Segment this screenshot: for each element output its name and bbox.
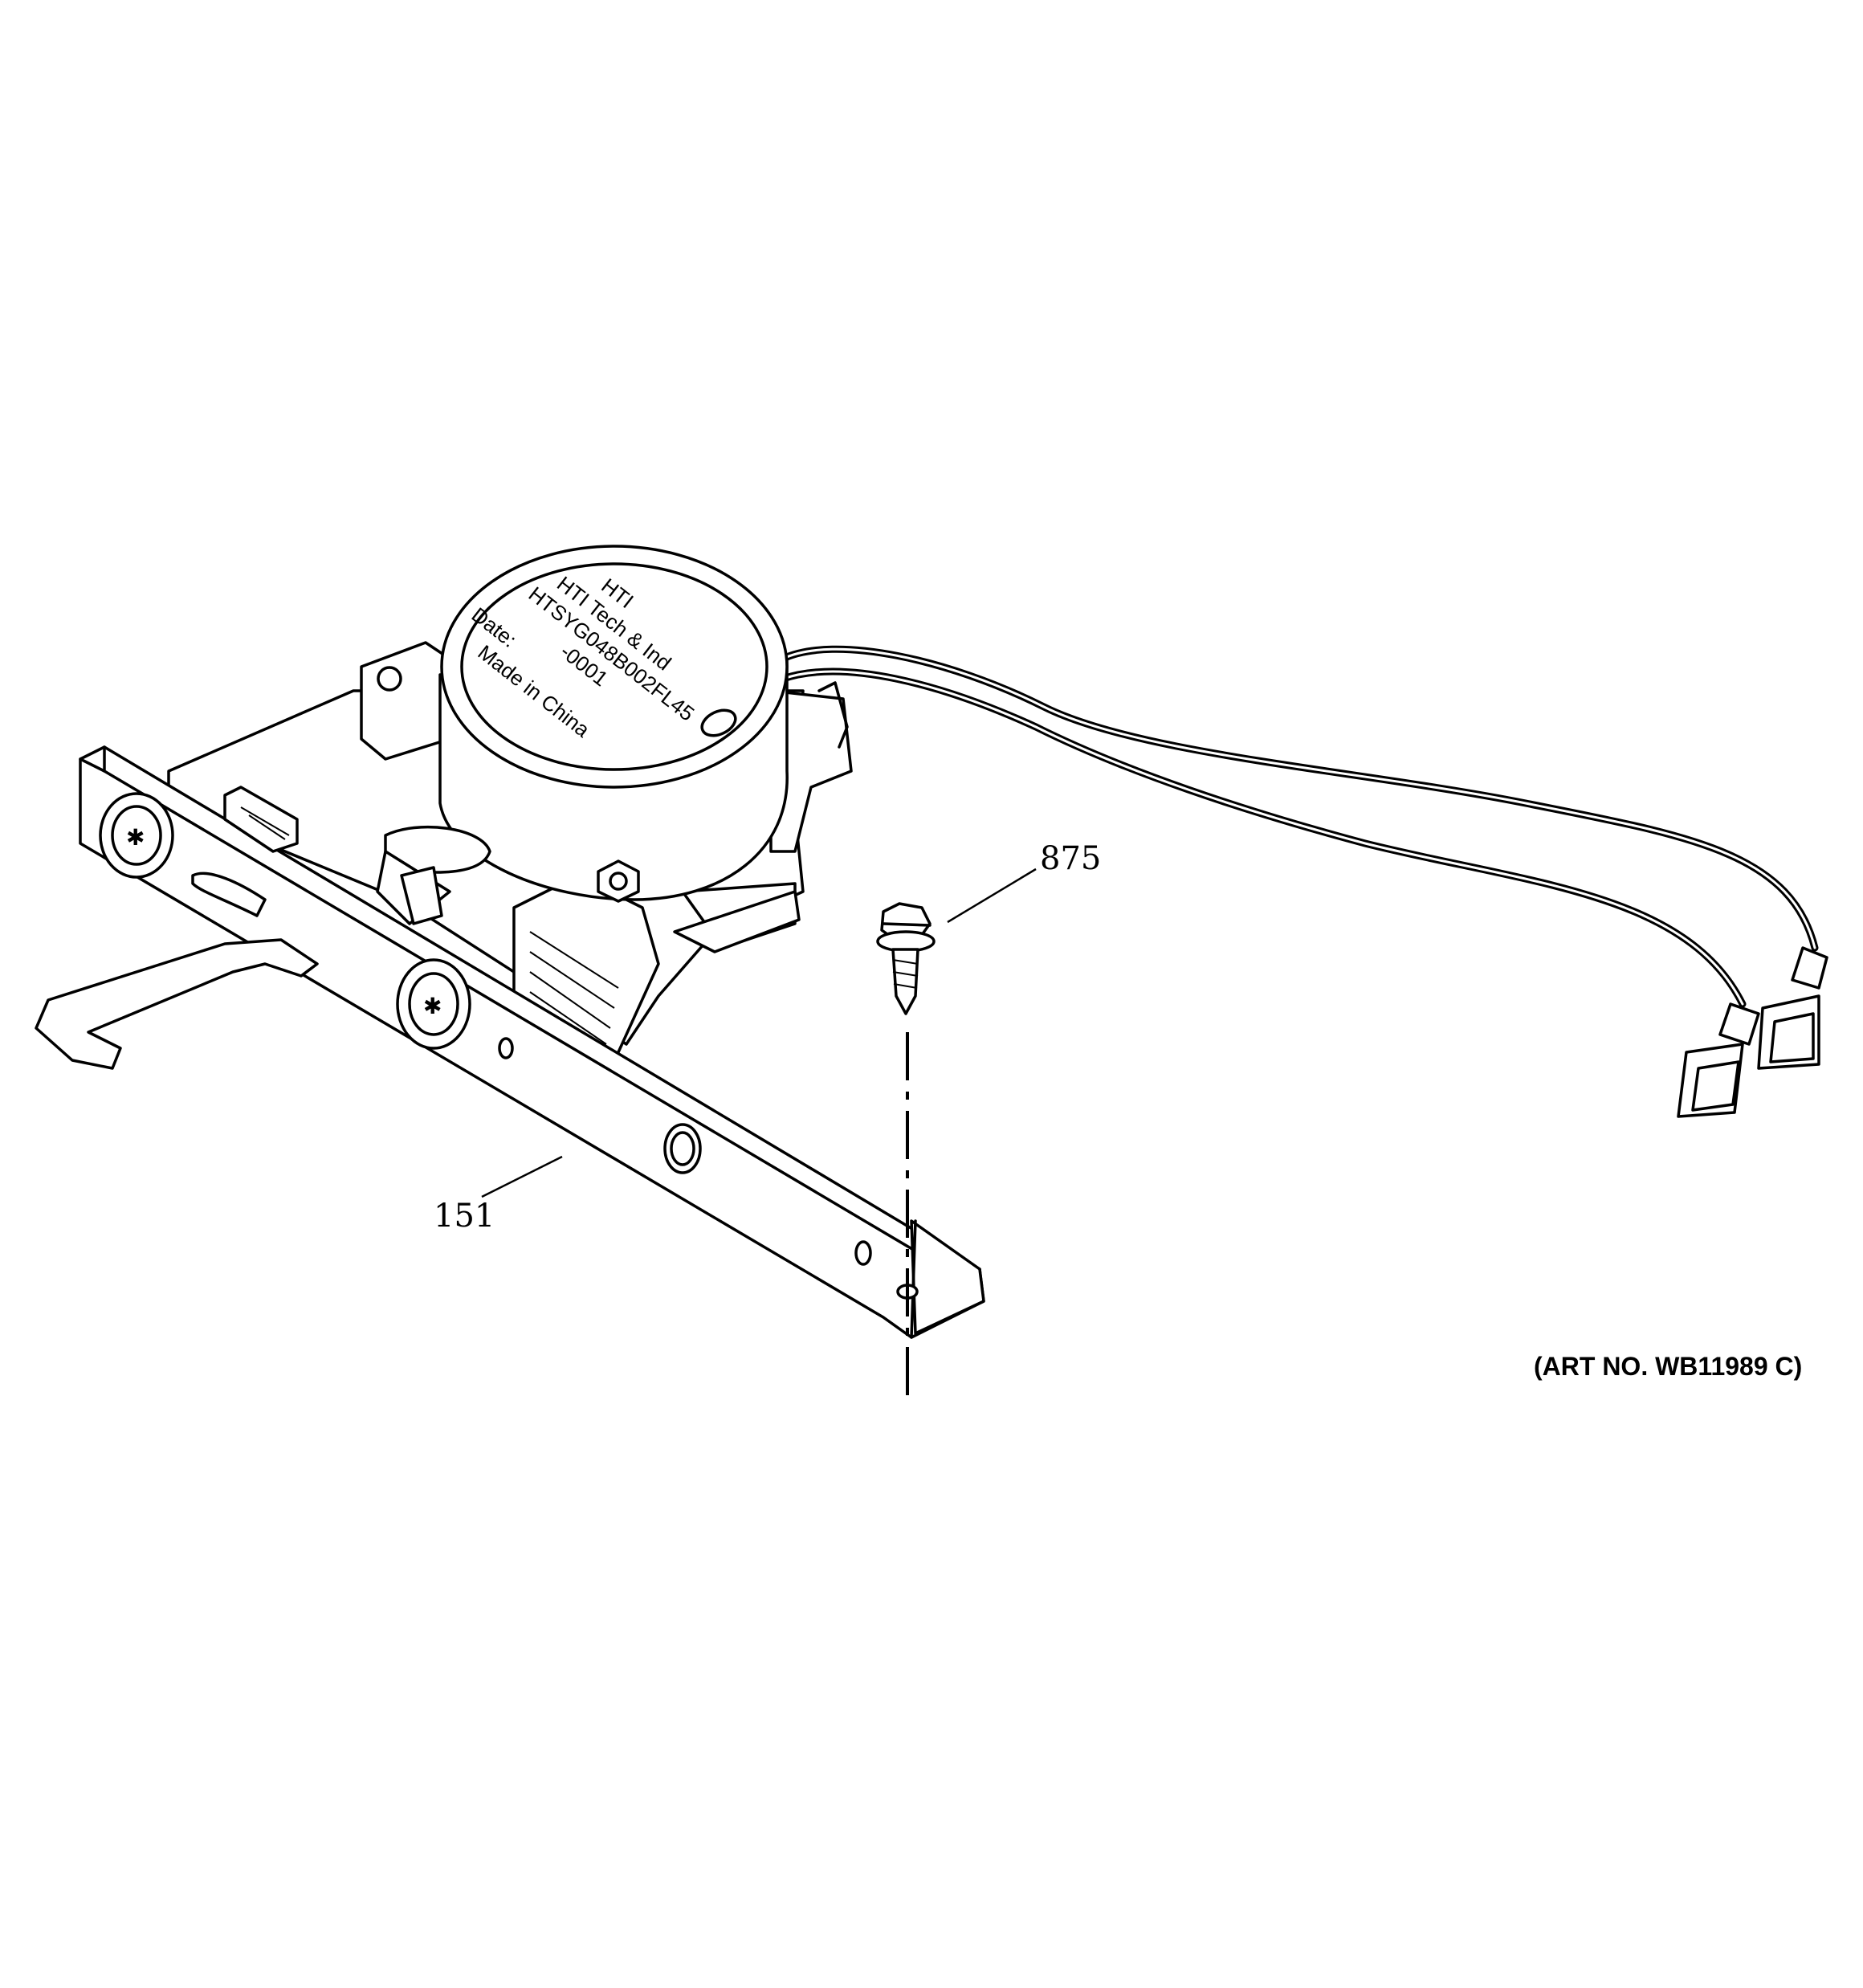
motor-mount-bracket [673,681,853,953]
svg-text:✱: ✱ [126,824,145,851]
bracket-151: ✱ ✱ [79,745,985,1339]
motor [438,545,789,903]
actuator-rod [35,938,319,1070]
art-number: (ART NO. WB11989 C) [1534,1352,1802,1381]
wire-terminal-left [1677,1002,1760,1118]
wire-harness [779,645,1819,1008]
lever [376,825,491,925]
callout-151: 151 [434,1155,563,1235]
screw-875 [876,902,936,1015]
wire-terminal-right [1757,946,1828,1070]
callout-label-875: 875 [1040,840,1101,877]
svg-text:✱: ✱ [423,993,442,1019]
motor-ear-left [360,641,451,761]
callout-875: 875 [947,840,1101,924]
callout-label-151: 151 [434,1198,495,1235]
